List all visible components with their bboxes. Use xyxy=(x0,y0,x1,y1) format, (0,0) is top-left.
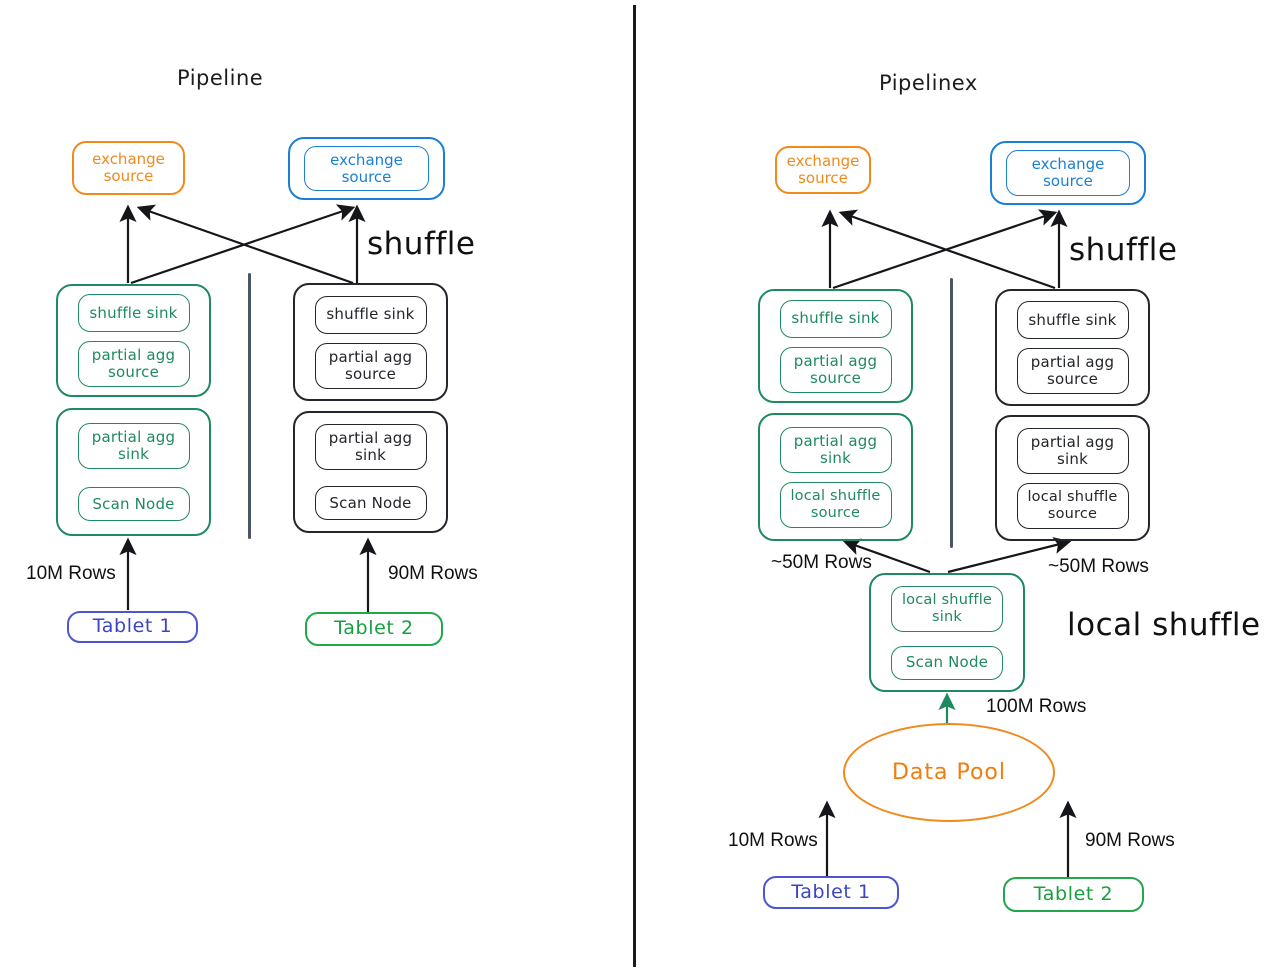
operator-scan-node[interactable]: Scan Node xyxy=(77,487,190,521)
edge-label-50m-rows-left: ~50M Rows xyxy=(771,552,872,573)
operator-shuffle-sink[interactable]: shuffle sink xyxy=(1016,301,1129,339)
edge-label-90m-rows-left: 90M Rows xyxy=(388,563,478,584)
exchange-line1: exchange xyxy=(92,150,165,169)
operator-scan-node[interactable]: Scan Node xyxy=(891,645,1003,680)
exchange-source-blue-outer-left[interactable]: exchange source xyxy=(288,137,445,200)
page-title-pipeline: Pipeline xyxy=(177,66,264,90)
panel-separator xyxy=(633,5,636,967)
operator-label: shuffle sink xyxy=(1028,310,1117,329)
edge-label-50m-rows-right: ~50M Rows xyxy=(1048,556,1149,577)
tablet-label: Tablet 2 xyxy=(1033,882,1114,905)
tablet-label: Tablet 1 xyxy=(92,615,173,638)
exchange-line1: exchange xyxy=(1031,155,1105,174)
exchange-source-text: exchange source xyxy=(330,150,403,186)
arrow-black-to-orange xyxy=(136,204,354,285)
edge-label-100m-rows: 100M Rows xyxy=(986,696,1087,717)
exchange-line1: exchange xyxy=(330,150,403,169)
local-shuffle-label: local shuffle xyxy=(1067,607,1261,643)
data-pool-label: Data Pool xyxy=(891,760,1007,785)
edge-label-10m-rows-right: 10M Rows xyxy=(728,830,818,851)
tablet-1-right[interactable]: Tablet 1 xyxy=(763,876,899,909)
fragment-divider-left xyxy=(248,273,251,539)
exchange-source-text: exchange source xyxy=(1032,156,1105,190)
fragment-divider-right xyxy=(950,278,953,548)
exchange-line1: exchange xyxy=(786,152,860,171)
arrow-green-to-blue xyxy=(130,204,356,285)
arrow-x-green-to-blue xyxy=(832,209,1058,290)
operator-shuffle-sink[interactable]: shuffle sink xyxy=(314,295,427,334)
shuffle-label-right: shuffle xyxy=(1069,232,1178,268)
operator-label: shuffle sink xyxy=(326,305,415,324)
exchange-line2: source xyxy=(798,169,848,187)
tablet-label: Tablet 2 xyxy=(334,617,414,640)
operator-shuffle-sink[interactable]: shuffle sink xyxy=(77,294,190,332)
exchange-source-blue-outer-right[interactable]: exchange source xyxy=(990,141,1146,205)
exchange-source-blue-inner-right[interactable]: exchange source xyxy=(1006,150,1130,196)
operator-label: Scan Node xyxy=(905,653,989,672)
arrow-x-black-to-orange xyxy=(838,209,1056,290)
operator-label: Scan Node xyxy=(329,493,412,512)
exchange-line2: source xyxy=(341,167,392,186)
operator-label: shuffle sink xyxy=(89,303,178,322)
data-pool-ellipse[interactable]: Data Pool xyxy=(843,723,1055,822)
exchange-source-blue-inner-left[interactable]: exchange source xyxy=(304,146,429,191)
exchange-source-orange-left[interactable]: exchange source xyxy=(72,141,185,195)
operator-label: Scan Node xyxy=(92,494,175,513)
exchange-source-text: exchange source xyxy=(92,151,165,185)
exchange-source-orange-right[interactable]: exchange source xyxy=(775,146,871,194)
edge-label-90m-rows-right: 90M Rows xyxy=(1085,830,1175,851)
exchange-line2: source xyxy=(1043,172,1093,190)
operator-shuffle-sink[interactable]: shuffle sink xyxy=(779,299,892,338)
page-title-pipelinex: Pipelinex xyxy=(879,71,978,95)
exchange-line2: source xyxy=(103,167,154,185)
shuffle-label-left: shuffle xyxy=(367,226,476,262)
edge-label-10m-rows-left: 10M Rows xyxy=(26,563,116,584)
tablet-label: Tablet 1 xyxy=(791,880,871,903)
tablet-2-right[interactable]: Tablet 2 xyxy=(1003,877,1144,912)
operator-scan-node[interactable]: Scan Node xyxy=(314,486,427,520)
tablet-2-left[interactable]: Tablet 2 xyxy=(305,612,443,646)
exchange-source-text: exchange source xyxy=(787,153,860,187)
tablet-1-left[interactable]: Tablet 1 xyxy=(67,611,198,643)
operator-label: shuffle sink xyxy=(791,309,880,328)
